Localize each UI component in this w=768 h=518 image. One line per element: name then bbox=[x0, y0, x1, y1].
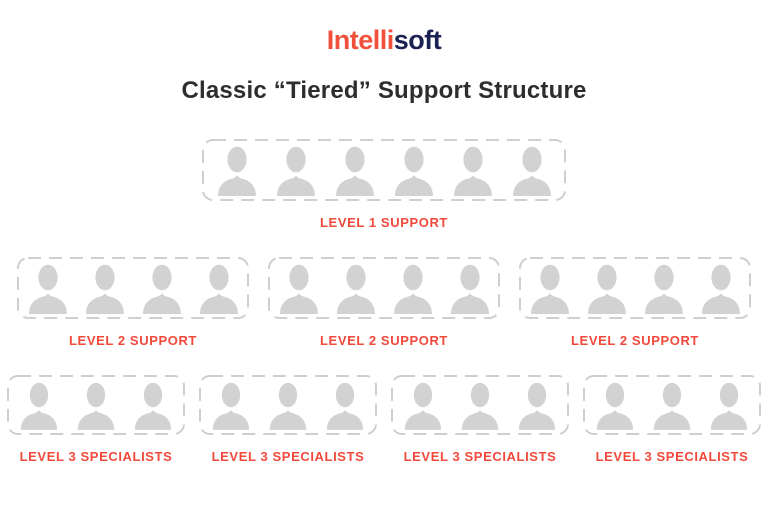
person-icon bbox=[530, 264, 569, 314]
support-group: LEVEL 3 SPECIALISTS bbox=[583, 374, 761, 464]
person-icon bbox=[596, 382, 634, 430]
dashed-border bbox=[583, 374, 761, 435]
person-icon bbox=[326, 382, 364, 430]
support-group-box bbox=[17, 256, 249, 319]
support-group-box bbox=[519, 256, 751, 319]
logo-part-secondary: soft bbox=[393, 25, 442, 55]
support-group: LEVEL 2 SUPPORT bbox=[17, 256, 249, 348]
dashed-border bbox=[391, 374, 569, 435]
support-group: LEVEL 2 SUPPORT bbox=[519, 256, 751, 348]
person-icon bbox=[336, 264, 375, 314]
tier-label: LEVEL 2 SUPPORT bbox=[69, 332, 197, 348]
tier-label: LEVEL 2 SUPPORT bbox=[571, 332, 699, 348]
person-icon bbox=[276, 146, 315, 196]
people-group bbox=[402, 382, 558, 430]
person-icon bbox=[394, 146, 433, 196]
person-icon bbox=[512, 146, 551, 196]
tier-label: LEVEL 3 SPECIALISTS bbox=[403, 448, 557, 464]
support-group: LEVEL 3 SPECIALISTS bbox=[199, 374, 377, 464]
person-icon bbox=[269, 382, 307, 430]
tier-label: LEVEL 2 SUPPORT bbox=[320, 332, 448, 348]
dashed-border bbox=[7, 374, 185, 435]
logo: Intellisoft bbox=[326, 25, 442, 56]
dashed-border bbox=[519, 256, 751, 319]
support-group: LEVEL 3 SPECIALISTS bbox=[7, 374, 185, 464]
logo-part-primary: Intelli bbox=[326, 25, 395, 55]
tier-row-2: LEVEL 2 SUPPORT LEVEL 2 SUPPORT LEVEL 2 SU… bbox=[0, 256, 768, 348]
person-icon bbox=[77, 382, 115, 430]
people-group bbox=[26, 264, 241, 314]
people-group bbox=[210, 382, 366, 430]
person-icon bbox=[217, 146, 256, 196]
support-group: LEVEL 1 SUPPORT bbox=[202, 138, 566, 230]
tier-label: LEVEL 3 SPECIALISTS bbox=[211, 448, 365, 464]
dashed-border bbox=[17, 256, 249, 319]
dashed-border bbox=[202, 138, 566, 201]
people-group bbox=[18, 382, 174, 430]
support-group-box bbox=[202, 138, 566, 201]
person-icon bbox=[212, 382, 250, 430]
person-icon bbox=[85, 264, 124, 314]
people-group bbox=[594, 382, 750, 430]
dashed-border bbox=[268, 256, 500, 319]
dashed-border bbox=[199, 374, 377, 435]
tier-label: LEVEL 1 SUPPORT bbox=[320, 214, 448, 230]
person-icon bbox=[335, 146, 374, 196]
person-icon bbox=[142, 264, 181, 314]
support-group-box bbox=[391, 374, 569, 435]
person-icon bbox=[450, 264, 489, 314]
support-group-box bbox=[583, 374, 761, 435]
person-icon bbox=[393, 264, 432, 314]
support-group-box bbox=[199, 374, 377, 435]
tier-label: LEVEL 3 SPECIALISTS bbox=[19, 448, 173, 464]
tier-row-3: LEVEL 3 SPECIALISTS LEVEL 3 SPECIALISTS LE… bbox=[0, 374, 768, 464]
person-icon bbox=[461, 382, 499, 430]
person-icon bbox=[134, 382, 172, 430]
person-icon bbox=[701, 264, 740, 314]
people-group bbox=[528, 264, 743, 314]
people-group bbox=[277, 264, 492, 314]
person-icon bbox=[587, 264, 626, 314]
person-icon bbox=[404, 382, 442, 430]
person-icon bbox=[653, 382, 691, 430]
person-icon bbox=[279, 264, 318, 314]
person-icon bbox=[199, 264, 238, 314]
support-group-box bbox=[268, 256, 500, 319]
person-icon bbox=[28, 264, 67, 314]
tier-row-1: LEVEL 1 SUPPORT bbox=[0, 138, 768, 230]
tier-label: LEVEL 3 SPECIALISTS bbox=[595, 448, 749, 464]
support-group-box bbox=[7, 374, 185, 435]
support-group: LEVEL 2 SUPPORT bbox=[268, 256, 500, 348]
people-group bbox=[215, 146, 554, 196]
person-icon bbox=[518, 382, 556, 430]
page-title: Classic “Tiered” Support Structure bbox=[181, 76, 587, 104]
person-icon bbox=[644, 264, 683, 314]
support-group: LEVEL 3 SPECIALISTS bbox=[391, 374, 569, 464]
person-icon bbox=[20, 382, 58, 430]
person-icon bbox=[710, 382, 748, 430]
person-icon bbox=[453, 146, 492, 196]
